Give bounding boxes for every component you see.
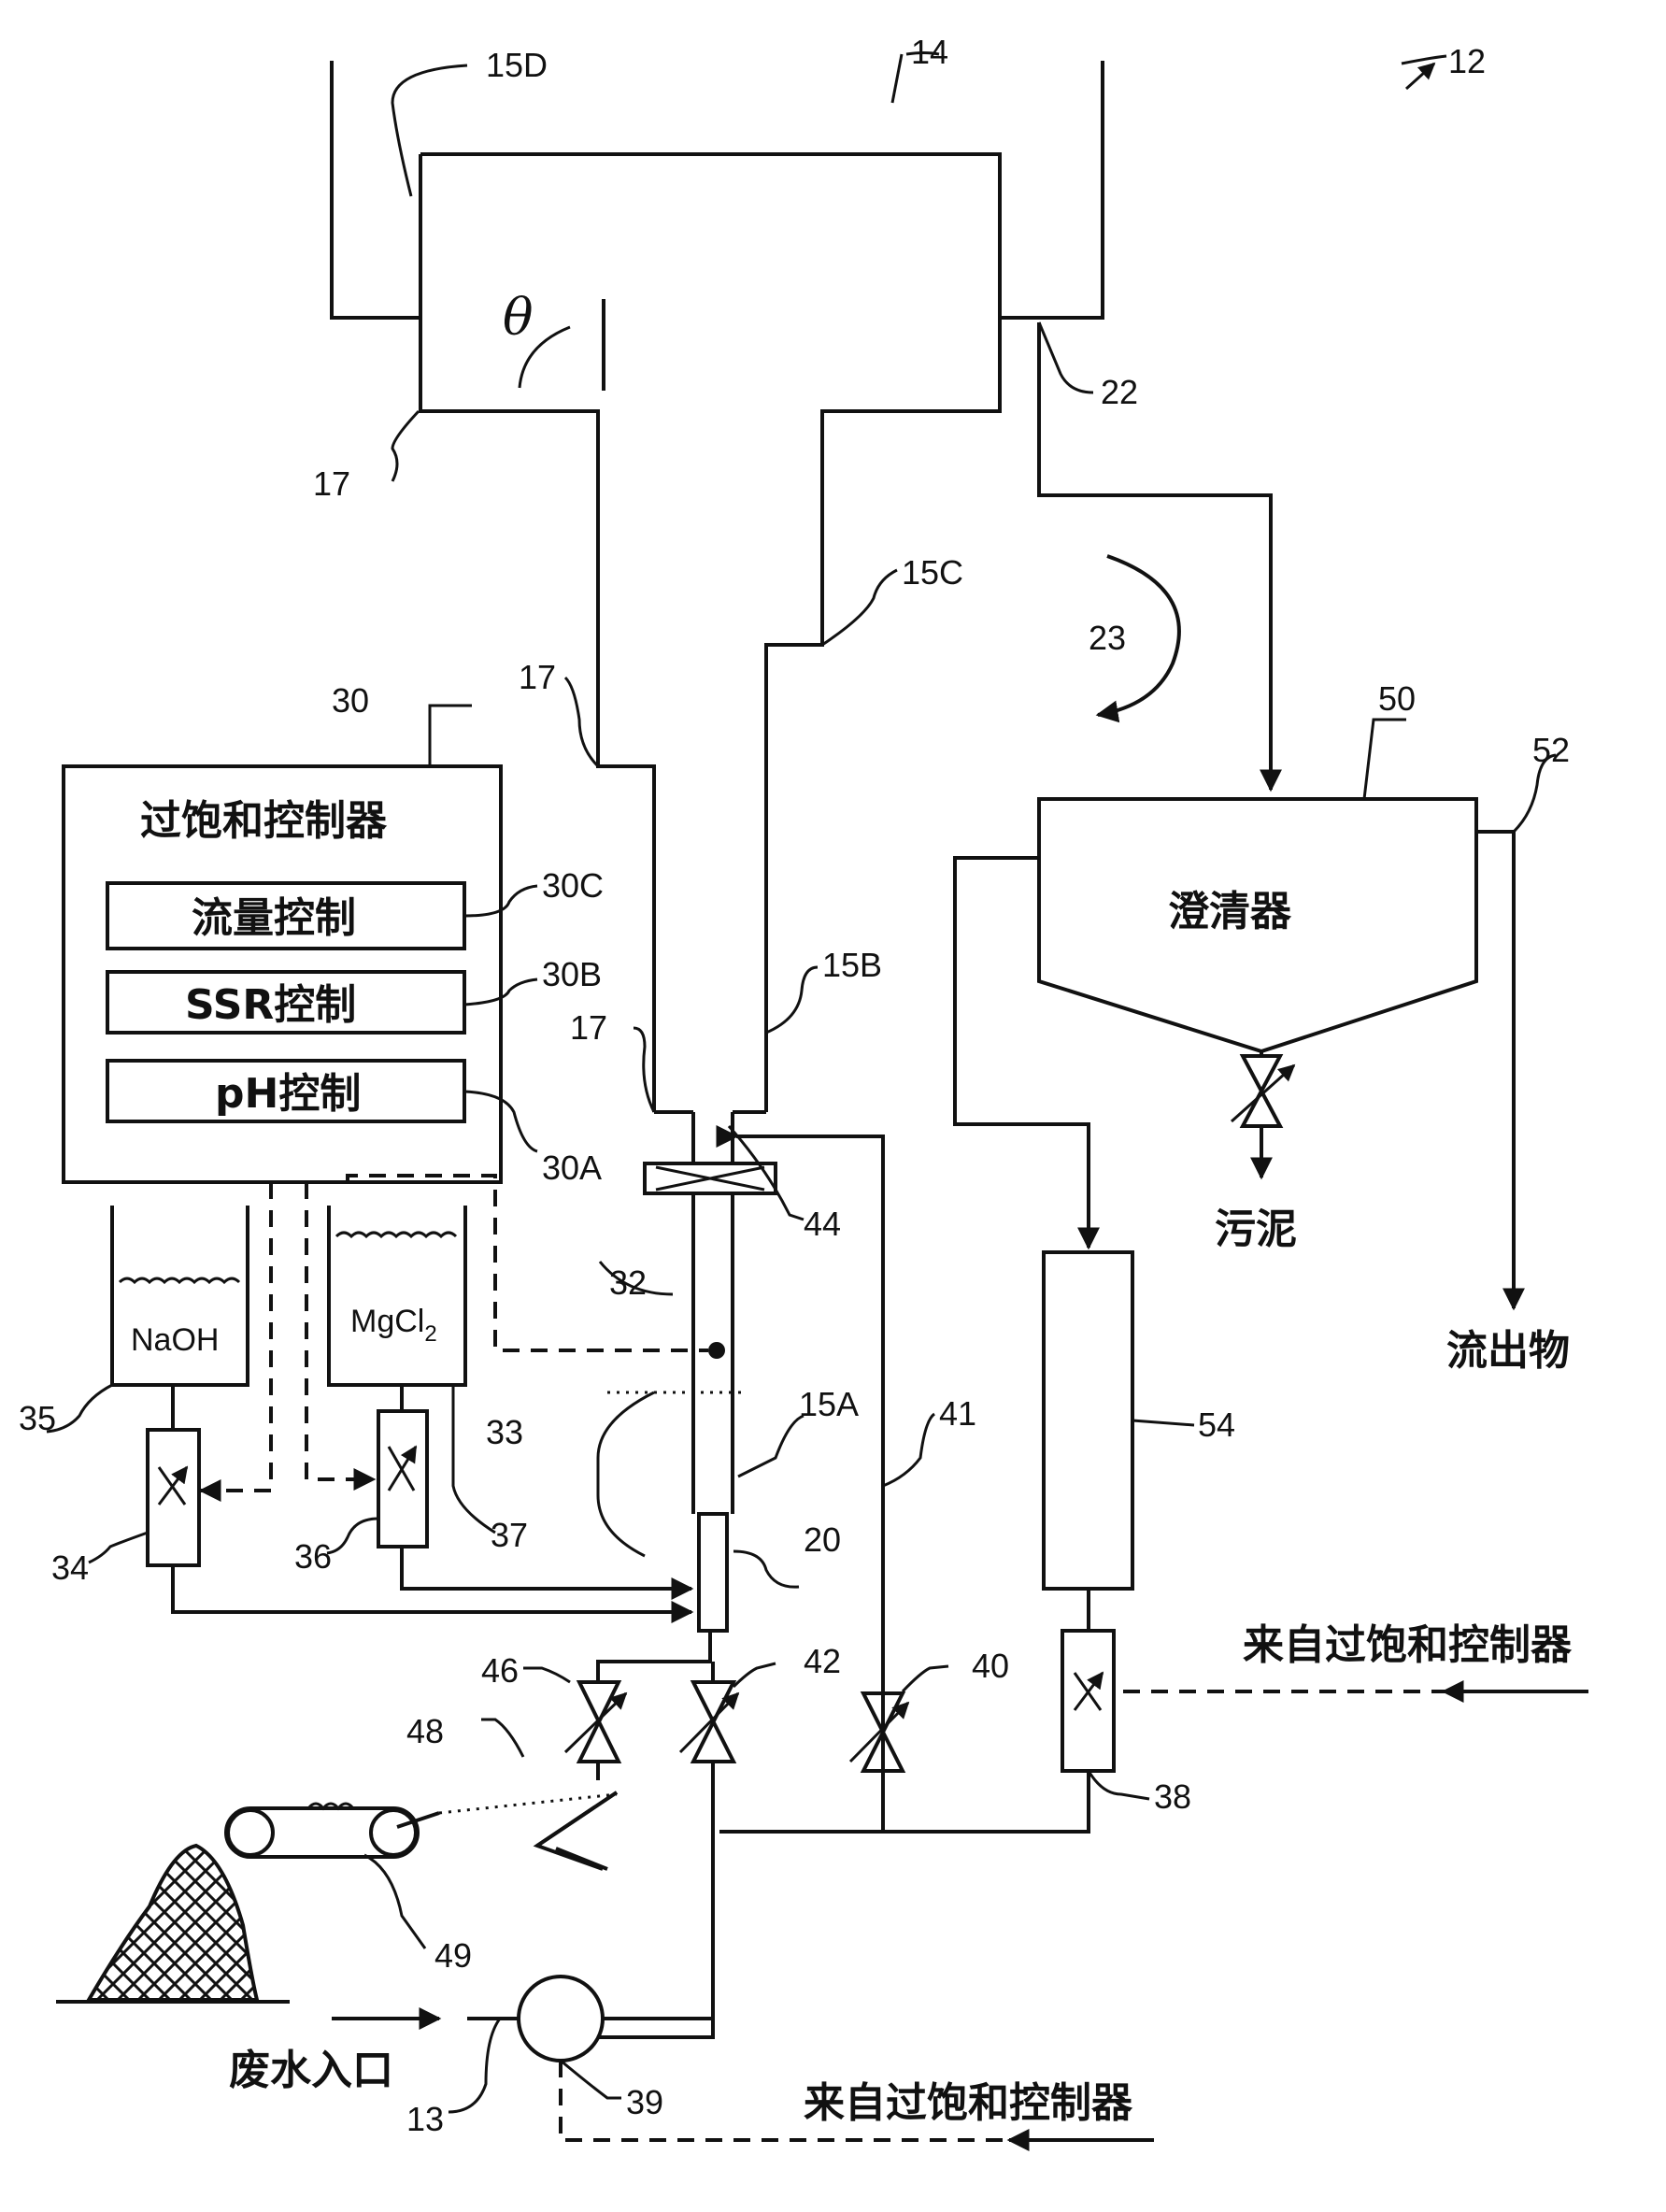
sludge-label: 污泥 xyxy=(1215,1206,1297,1253)
ref-30: 30 xyxy=(332,681,369,720)
pump-39 xyxy=(517,1975,605,2062)
mixer-44 xyxy=(643,1162,777,1195)
ref-15A: 15A xyxy=(799,1385,859,1423)
ref-12: 12 xyxy=(1448,42,1486,80)
flow-control-label: 流量控制 xyxy=(192,894,356,942)
metering-pump-36 xyxy=(377,1385,694,1600)
ref-30C: 30C xyxy=(542,866,604,905)
mgcl2-label: MgCl2 xyxy=(350,1304,437,1347)
ph-control-module-30A xyxy=(106,1059,466,1123)
clarifier-label: 澄清器 xyxy=(1168,888,1292,935)
clarifier-50 xyxy=(1037,797,1478,1054)
valve-42 xyxy=(598,1662,740,2039)
column-54 xyxy=(1042,1250,1134,1591)
from-controller-right-label: 来自过饱和控制器 xyxy=(1243,1621,1573,1669)
ref-14: 14 xyxy=(911,33,948,71)
effluent-label: 流出物 xyxy=(1446,1327,1570,1375)
ref-50: 50 xyxy=(1378,679,1416,718)
valve-46 xyxy=(563,1631,712,1780)
ref-52: 52 xyxy=(1532,731,1570,769)
reactor-vessel xyxy=(330,61,1104,1112)
sludge-valve xyxy=(1230,1051,1296,1180)
ssr-control-label: SSR控制 xyxy=(185,981,356,1029)
ref-46: 46 xyxy=(481,1651,519,1690)
ref-41: 41 xyxy=(939,1394,976,1433)
solids-pile xyxy=(56,1843,290,2004)
ref-15B: 15B xyxy=(822,946,882,984)
ref-54: 54 xyxy=(1198,1406,1235,1444)
ref-15C: 15C xyxy=(902,553,963,592)
conveyor-49 xyxy=(224,1802,420,1859)
ph-sensor-32 xyxy=(708,1342,725,1359)
theta-label: θ xyxy=(503,288,534,347)
from-controller-bottom-label: 来自过饱和控制器 xyxy=(804,2079,1133,2127)
ref-20: 20 xyxy=(804,1520,841,1559)
controller-title: 过饱和控制器 xyxy=(140,797,388,845)
ref-32: 32 xyxy=(609,1263,647,1302)
ref-35: 35 xyxy=(19,1399,56,1437)
ref-13: 13 xyxy=(406,2100,444,2138)
injector-20 xyxy=(697,1512,729,1633)
ref-34: 34 xyxy=(51,1548,89,1587)
ref-15D: 15D xyxy=(486,46,548,84)
ref-48: 48 xyxy=(406,1712,444,1750)
leader-lines xyxy=(46,51,1557,2114)
ref-36: 36 xyxy=(294,1537,332,1576)
screen-48 xyxy=(396,1791,619,1871)
ref-33: 33 xyxy=(486,1413,523,1451)
ref-23: 23 xyxy=(1089,619,1126,657)
ph-control-label: pH控制 xyxy=(215,1070,361,1118)
metering-pump-34 xyxy=(146,1385,694,1623)
ref-42: 42 xyxy=(804,1642,841,1680)
ref-49: 49 xyxy=(434,1936,472,1975)
wastewater-inlet-label: 废水入口 xyxy=(229,2047,393,2094)
ref-22: 22 xyxy=(1101,373,1138,411)
naoh-tank-35 xyxy=(110,1206,249,1387)
ref-30B: 30B xyxy=(542,955,602,993)
ref-37: 37 xyxy=(491,1516,528,1554)
ref-17-mid: 17 xyxy=(519,658,556,696)
ref-38: 38 xyxy=(1154,1777,1191,1816)
ref-40: 40 xyxy=(972,1647,1009,1685)
ref-39: 39 xyxy=(626,2083,663,2121)
valve-40 xyxy=(848,1691,910,1773)
ref-17-low: 17 xyxy=(570,1008,607,1047)
flow-controller-38 xyxy=(1061,1589,1116,1773)
ssr-control-module-30B xyxy=(106,970,466,1035)
naoh-label: NaOH xyxy=(131,1322,219,1358)
ref-30A: 30A xyxy=(542,1149,602,1187)
mgcl2-tank xyxy=(327,1206,467,1387)
ref-44: 44 xyxy=(804,1205,841,1243)
ref-17-top: 17 xyxy=(313,464,350,503)
